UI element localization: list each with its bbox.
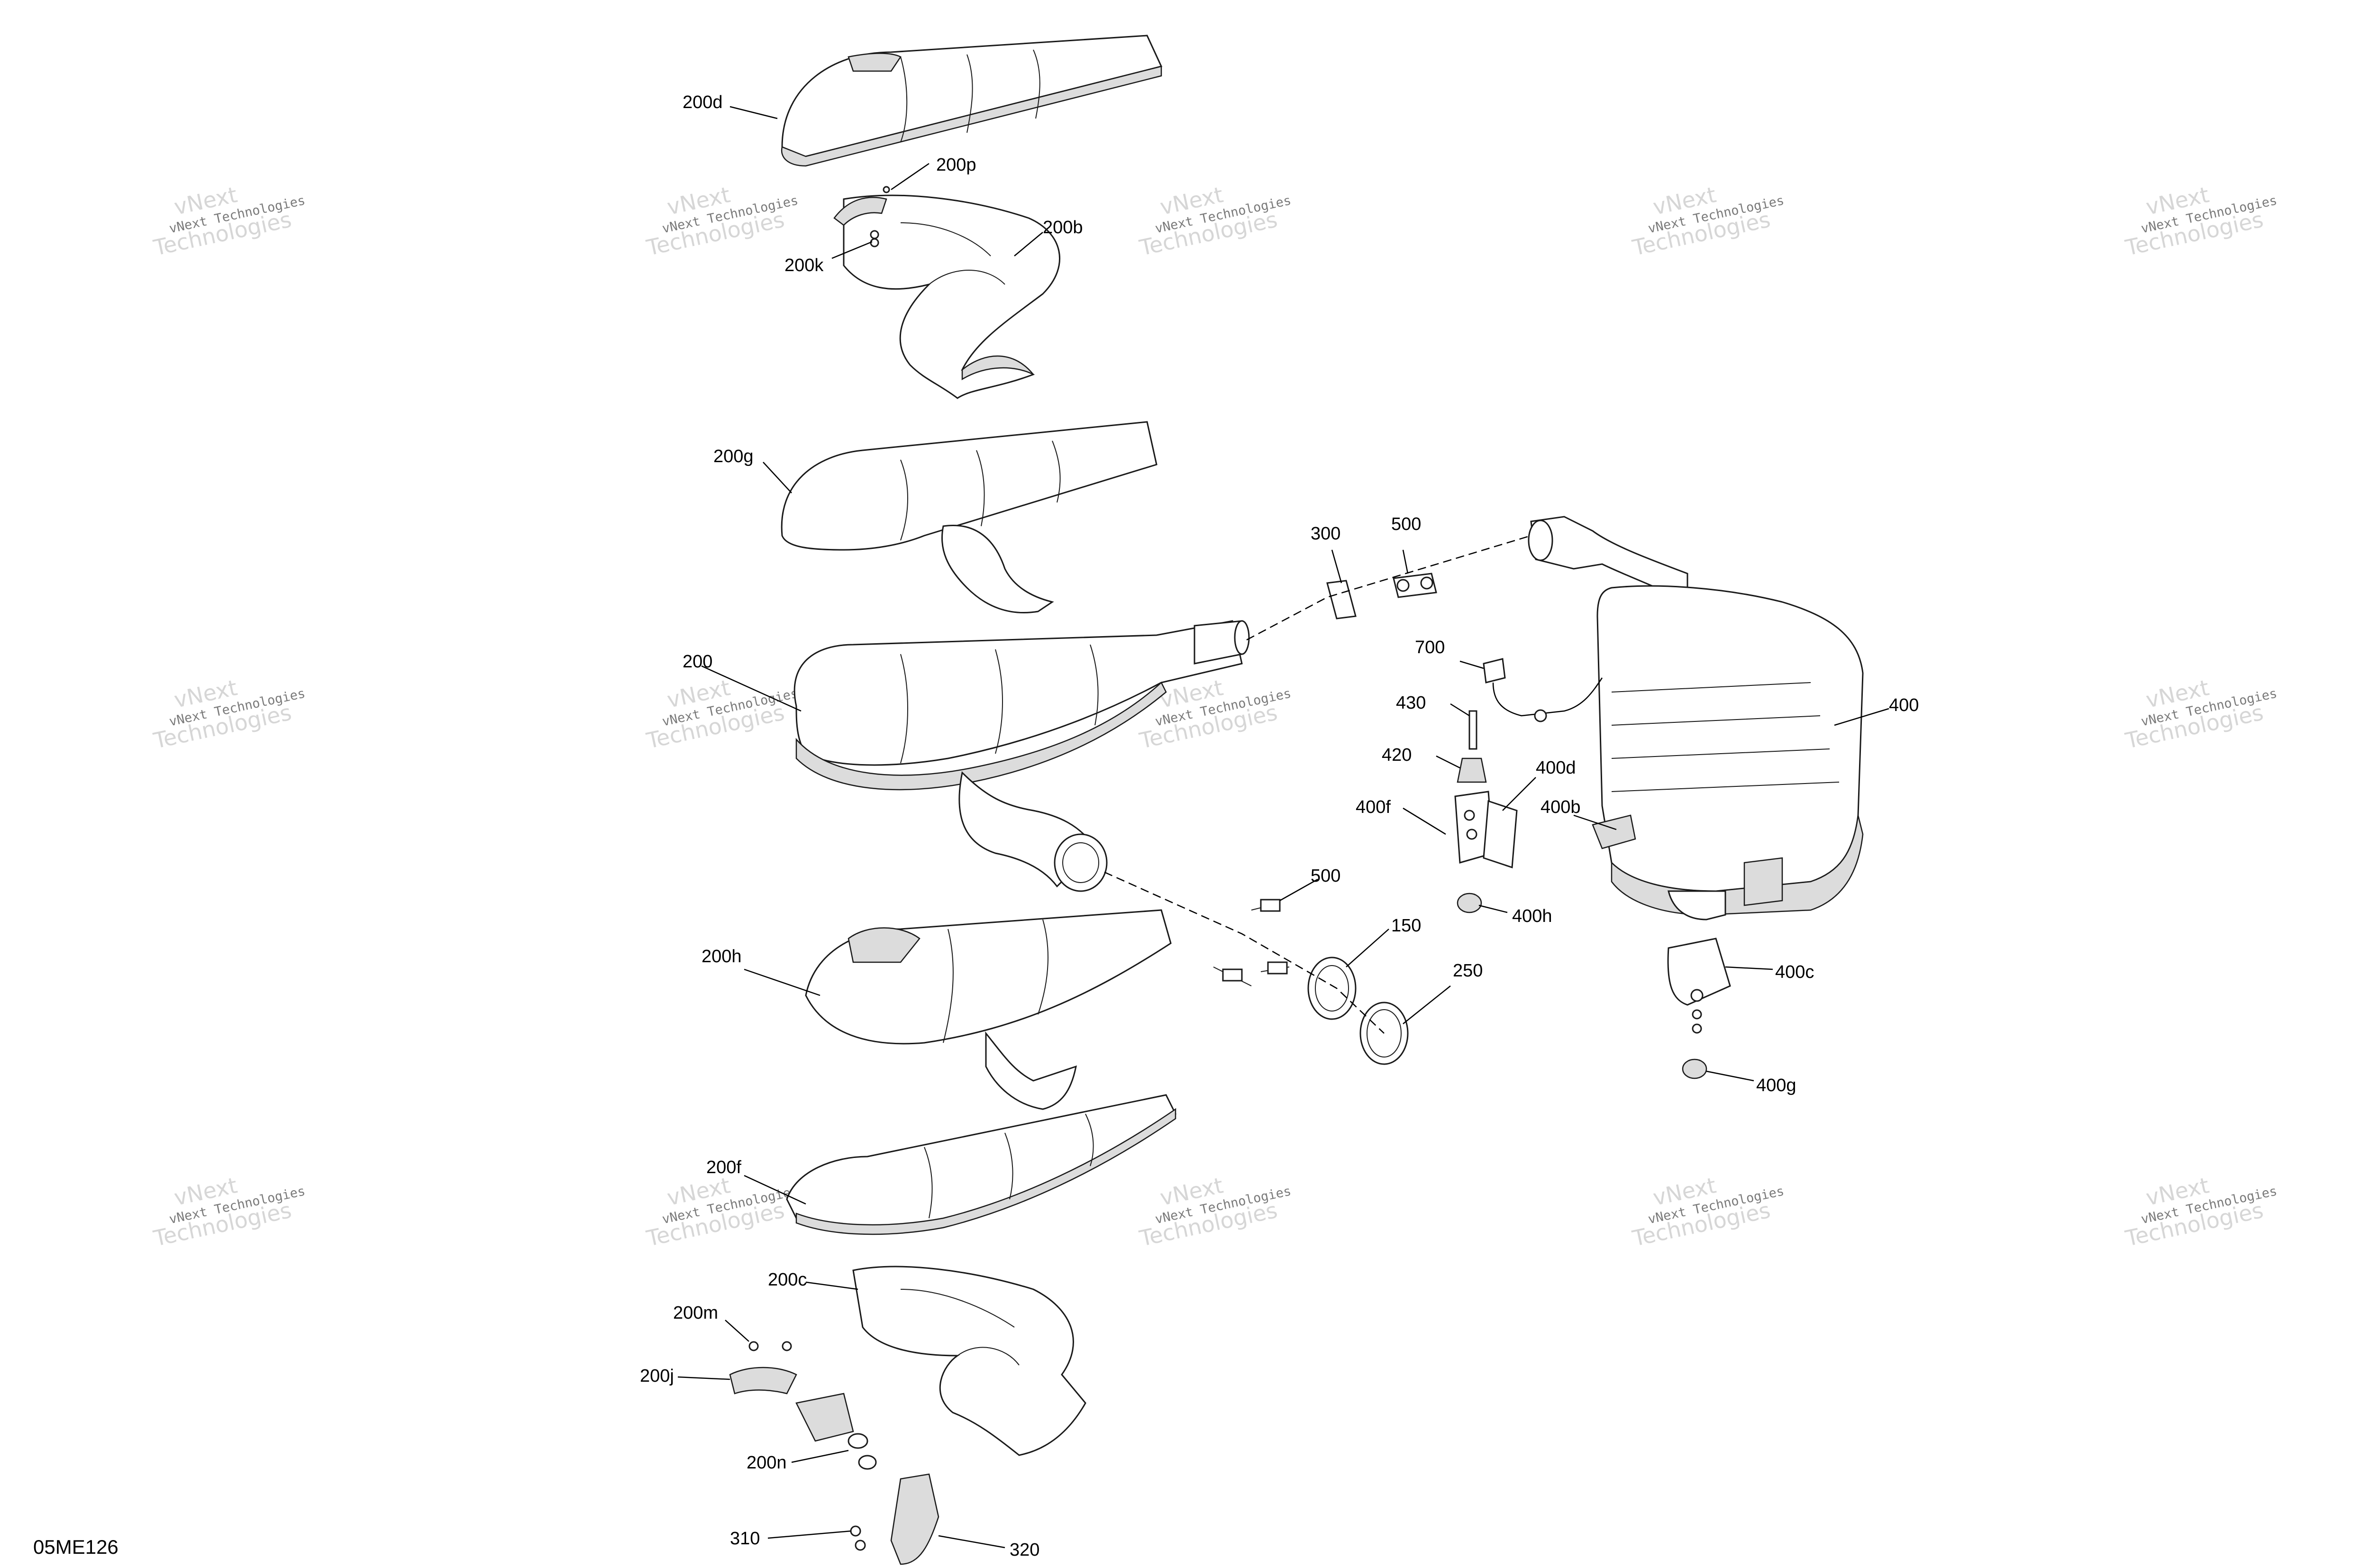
part-700-sensor bbox=[1483, 658, 1603, 722]
leader-lines bbox=[677, 106, 1889, 1549]
part-150-ring bbox=[1307, 957, 1357, 1020]
callout-400h: 400h bbox=[1512, 906, 1552, 926]
callout-400b: 400b bbox=[1540, 797, 1581, 817]
callout-700: 700 bbox=[1415, 638, 1445, 657]
part-500-spring bbox=[1393, 573, 1437, 598]
part-400b-bracket bbox=[1592, 814, 1636, 849]
callout-400c: 400c bbox=[1775, 962, 1814, 982]
watermark: Technologies vNext vNext Technologies bbox=[151, 182, 306, 261]
callout-150: 150 bbox=[1391, 916, 1421, 936]
callout-400f: 400f bbox=[1356, 797, 1391, 817]
part-200g-heat-shield bbox=[781, 421, 1158, 613]
watermark: Technologies vNext vNext Technologies bbox=[1630, 1172, 1785, 1251]
callout-200h: 200h bbox=[702, 947, 742, 966]
part-310-bolt bbox=[850, 1525, 866, 1551]
callout-200j: 200j bbox=[640, 1366, 674, 1386]
callout-200d: 200d bbox=[683, 92, 723, 112]
part-200f-heat-shield bbox=[786, 1094, 1176, 1235]
callout-400: 400 bbox=[1889, 695, 1919, 715]
callout-320: 320 bbox=[1010, 1540, 1039, 1560]
part-200m-bracket bbox=[729, 1341, 797, 1395]
callout-200m: 200m bbox=[673, 1303, 718, 1323]
part-200n-mount bbox=[795, 1393, 877, 1470]
callout-200p: 200p bbox=[936, 155, 976, 175]
part-400h-grommet bbox=[1457, 893, 1482, 913]
callout-500-lower: 500 bbox=[1311, 866, 1340, 886]
watermark: Technologies vNext vNext Technologies bbox=[151, 675, 306, 754]
callout-200g: 200g bbox=[713, 447, 754, 466]
part-300-gasket bbox=[1326, 580, 1357, 620]
part-500-springs-lower bbox=[1213, 899, 1290, 986]
watermark: Technologies vNext vNext Technologies bbox=[1137, 1172, 1292, 1251]
part-400d-bracket bbox=[1454, 791, 1518, 869]
part-400c-bracket bbox=[1667, 938, 1731, 1034]
part-200b-curved-shield bbox=[843, 194, 1060, 399]
callout-400g: 400g bbox=[1756, 1076, 1796, 1095]
callout-200c: 200c bbox=[768, 1270, 807, 1290]
callout-250: 250 bbox=[1453, 961, 1483, 981]
part-200c-curved-shield bbox=[852, 1266, 1086, 1456]
watermark: Technologies vNext vNext Technologies bbox=[1630, 182, 1785, 261]
watermark: Technologies vNext vNext Technologies bbox=[1137, 182, 1292, 261]
callout-200k: 200k bbox=[784, 255, 824, 275]
part-200d-heat-shield bbox=[781, 35, 1163, 167]
callout-labels: 200d 200p 200b 200k 200g 200 300 500 700… bbox=[640, 92, 1919, 1560]
callout-400d: 400d bbox=[1536, 758, 1576, 778]
callout-200n: 200n bbox=[747, 1453, 787, 1473]
watermark: Technologies vNext vNext Technologies bbox=[644, 182, 799, 261]
watermark: Technologies vNext vNext Technologies bbox=[2123, 1172, 2278, 1251]
callout-310: 310 bbox=[730, 1529, 760, 1549]
callout-200f: 200f bbox=[706, 1158, 741, 1177]
callout-300: 300 bbox=[1311, 524, 1340, 544]
callout-420: 420 bbox=[1382, 745, 1412, 765]
part-200h-heat-shield bbox=[805, 909, 1172, 1110]
part-400g-grommet bbox=[1682, 1058, 1707, 1079]
figure-id: 05ME126 bbox=[33, 1536, 118, 1558]
watermark: Technologies vNext vNext Technologies bbox=[2123, 182, 2278, 261]
part-200-muffler bbox=[793, 620, 1250, 892]
part-420-grommet bbox=[1457, 757, 1487, 783]
assembly-lines bbox=[1104, 535, 1531, 1034]
part-400-muffler-canister bbox=[1528, 516, 1864, 921]
callout-200: 200 bbox=[683, 652, 712, 672]
part-430-bolt bbox=[1468, 710, 1477, 750]
watermark: Technologies vNext vNext Technologies bbox=[151, 1172, 306, 1251]
part-200p-clip bbox=[833, 186, 890, 247]
callout-500-upper: 500 bbox=[1391, 514, 1421, 534]
callout-200b: 200b bbox=[1043, 218, 1083, 237]
watermark-layer: Technologies vNext vNext Technologies Te… bbox=[151, 182, 2278, 1251]
part-320-guard bbox=[890, 1473, 939, 1565]
callout-430: 430 bbox=[1396, 693, 1426, 713]
watermark: Technologies vNext vNext Technologies bbox=[2123, 675, 2278, 754]
